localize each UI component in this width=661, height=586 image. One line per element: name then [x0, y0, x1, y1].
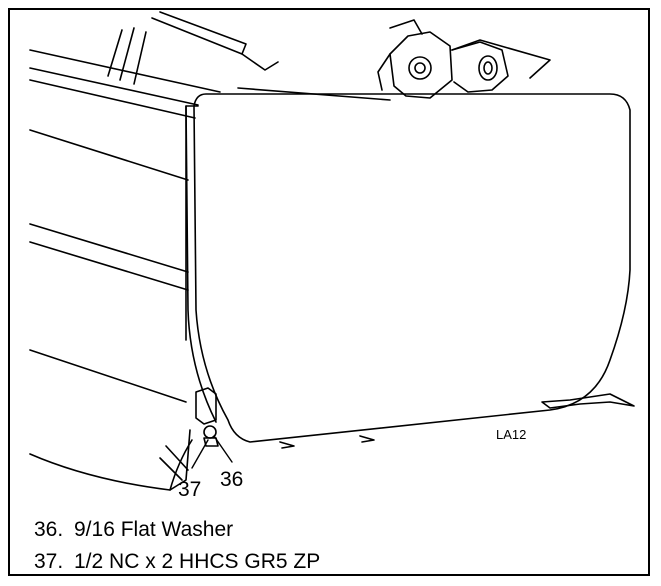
bucket-rib-3: [29, 241, 189, 291]
bucket-side-plate: [193, 93, 631, 443]
bucket-side-edge: [185, 105, 217, 423]
hitch-plate-right: [451, 41, 509, 93]
frame-bracket: [241, 53, 279, 71]
drawing-code: LA12: [496, 427, 527, 442]
frame-rail-2: [29, 67, 199, 106]
hitch-hole-right: [478, 55, 498, 81]
frame-top-beam: [151, 11, 247, 55]
hitch-bar: [451, 39, 551, 79]
hitch-hole-left: [408, 56, 432, 80]
cutting-edge-bottom: [29, 429, 191, 491]
bucket-rib-4: [29, 349, 187, 403]
hitch-arm: [377, 53, 391, 91]
hitch-hole-right-inner: [483, 61, 493, 75]
legend-item: 36. 9/16 Flat Washer: [34, 514, 320, 546]
cutting-edge-strip: [159, 445, 189, 481]
tooth-right: [541, 393, 635, 409]
hitch-link: [389, 19, 423, 35]
frame-upright-1: [107, 29, 123, 77]
hitch-hole-left-inner: [414, 62, 426, 74]
leader-36: [213, 435, 233, 463]
leader-37: [191, 439, 209, 469]
bolt-block: [195, 387, 217, 425]
cutting-edge-lip: [169, 439, 193, 491]
hitch-plate-left: [389, 31, 453, 99]
callout-36: 36: [220, 468, 244, 491]
legend-item-description: 1/2 NC x 2 HHCS GR5 ZP: [74, 550, 321, 573]
frame-upright-2: [119, 27, 135, 81]
bucket-rib-2: [29, 223, 189, 273]
tooth-mid-2: [359, 435, 375, 443]
technical-drawing: [29, 11, 635, 491]
legend-item-number: 37.: [34, 550, 64, 573]
callout-37: 37: [178, 478, 202, 501]
parts-legend: 36. 9/16 Flat Washer 37. 1/2 NC x 2 HHCS G…: [34, 514, 320, 578]
legend-item-number: 36.: [34, 518, 64, 541]
bucket-rib-1: [29, 129, 189, 181]
tooth-mid: [279, 441, 295, 449]
legend-item: 37. 1/2 NC x 2 HHCS GR5 ZP: [34, 546, 320, 578]
legend-item-description: 9/16 Flat Washer: [74, 518, 234, 541]
frame-rail-top: [29, 49, 221, 93]
frame-rail-3: [29, 79, 196, 119]
frame-upright-3: [133, 31, 147, 85]
